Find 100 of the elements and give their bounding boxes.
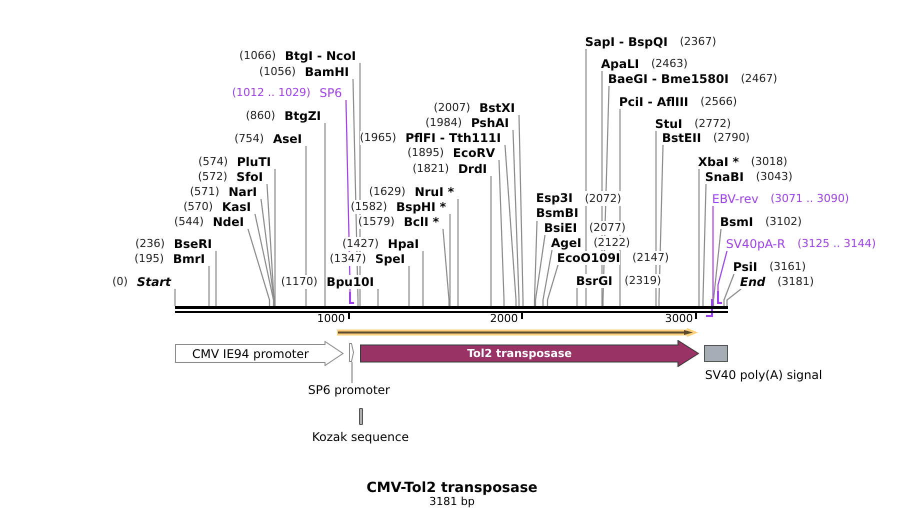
enzyme-name: AseI: [272, 132, 302, 146]
leader-line: [449, 214, 451, 306]
site-position: (2147): [632, 251, 669, 265]
site-position: (1821): [412, 162, 450, 176]
enzyme-name: Bpu10I: [326, 275, 374, 289]
polya-box: [704, 345, 728, 362]
enzyme-name: SfoI: [236, 170, 263, 184]
site-position: (544): [174, 215, 204, 229]
site-position: (1965): [360, 131, 396, 145]
cds-feature: [360, 340, 699, 367]
site-position: (1066): [239, 49, 276, 63]
leader-line: [174, 289, 176, 306]
enzyme-name: PciI - AflIII: [619, 95, 688, 109]
dna-backbone: [175, 306, 728, 313]
site-position: (2319): [624, 274, 662, 288]
enzyme-name: BsrGI: [576, 274, 613, 288]
primer-mark: [716, 291, 722, 304]
site-position: (1347): [330, 252, 366, 266]
site-position: (2772): [694, 117, 731, 131]
leader-line: [260, 198, 275, 306]
leader-line: [726, 288, 742, 306]
site-position: (3161): [769, 260, 806, 274]
site-position: (2122): [593, 236, 630, 250]
leader-line: [542, 250, 553, 306]
site-position: (1579): [358, 215, 395, 229]
feature-label: SV40 poly(A) signal: [705, 368, 822, 382]
site-position: (195): [134, 252, 164, 266]
site-position: (2072): [584, 191, 622, 206]
primer-position: (3071 .. 3090): [770, 192, 849, 206]
enzyme-name: NdeI: [212, 215, 244, 229]
leader-line: [512, 130, 520, 306]
enzyme-name: BaeGI - Bme1580I: [608, 72, 729, 86]
site-position: (3043): [756, 170, 792, 184]
leader-line: [712, 206, 714, 299]
site-position: (1056): [259, 65, 296, 79]
enzyme-name: SapI - BspQI: [585, 35, 668, 49]
primer-position: (3125 .. 3144): [797, 237, 876, 251]
primer-position: (1012 .. 1029): [232, 86, 310, 100]
site-position: (2790): [713, 131, 750, 145]
sequence-end-label: End: [740, 275, 766, 289]
enzyme-name: StuI: [655, 117, 682, 131]
site-position: (2077): [589, 221, 626, 235]
leader-line: [518, 114, 524, 306]
feature-label: CMV IE94 promoter: [192, 346, 309, 360]
sequence-length: 3181 bp: [429, 495, 475, 509]
feature-label: Kozak sequence: [312, 430, 409, 444]
map-title: CMV-Tol2 transposase: [366, 479, 538, 496]
enzyme-name: NruI *: [414, 185, 454, 199]
site-position: (2463): [651, 57, 688, 71]
primer-name: EBV-rev: [712, 192, 758, 206]
leader-line: [702, 184, 707, 306]
site-position: (236): [135, 237, 165, 251]
leader-line: [723, 274, 735, 306]
leader-line: [254, 214, 274, 306]
leader-line: [351, 362, 353, 383]
enzyme-name: BstEII: [662, 131, 702, 145]
leader-line: [534, 234, 546, 306]
enzyme-name: AgeI: [551, 236, 582, 250]
primer-name: SP6: [320, 86, 342, 100]
leader-line: [305, 146, 307, 306]
leader-line: [490, 176, 492, 306]
enzyme-name: BsmI: [720, 215, 754, 229]
enzyme-name: PflFI - Tth111I: [405, 131, 501, 145]
enzyme-name: EcoO109I: [557, 251, 620, 265]
site-position: (860): [246, 109, 276, 123]
enzyme-name: BamHI: [304, 65, 349, 79]
site-position: (1170): [280, 275, 318, 289]
kozak-bar: [359, 408, 363, 425]
enzyme-name: PluTI: [236, 155, 271, 169]
site-position: (3181): [777, 275, 814, 289]
leader-line: [215, 251, 217, 306]
enzyme-name: PshAI: [470, 116, 509, 130]
site-position: (3102): [765, 215, 802, 229]
site-position: (2566): [700, 95, 737, 109]
promoter-feature-mark: [349, 343, 354, 362]
leader-line: [208, 266, 210, 306]
leader-line: [247, 228, 270, 306]
leader-line: [498, 160, 505, 306]
enzyme-name: Esp3I: [536, 191, 573, 206]
site-position: (2367): [680, 35, 716, 49]
leader-line: [504, 144, 517, 306]
site-position: (1629): [369, 185, 406, 199]
site-position: (572): [198, 170, 228, 184]
enzyme-name: ApaLI: [601, 57, 640, 71]
leader-line: [717, 250, 728, 291]
primer-mark: [348, 292, 354, 304]
site-position: (1895): [407, 146, 444, 160]
enzyme-name: SnaBI: [705, 170, 744, 184]
enzyme-name: BspHI *: [396, 200, 446, 214]
leader-line: [274, 169, 276, 306]
primer-mark: [706, 299, 713, 317]
enzyme-name: BmrI: [172, 252, 205, 266]
enzyme-name: BtgI - NcoI: [284, 49, 356, 63]
enzyme-name: NarI: [228, 185, 257, 199]
site-position: (570): [183, 200, 213, 214]
leader-line: [408, 266, 410, 306]
enzyme-name: BtgZI: [284, 109, 321, 123]
site-position: (571): [190, 185, 220, 199]
enzyme-name: EcoRV: [452, 146, 495, 160]
site-position: (0): [112, 275, 128, 289]
